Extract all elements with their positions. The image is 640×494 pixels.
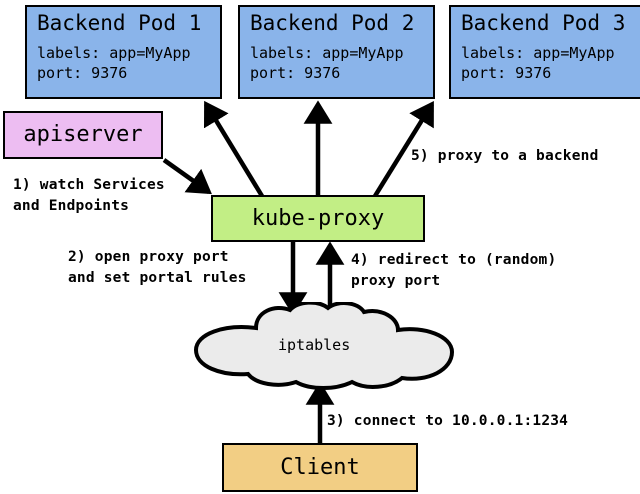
apiserver-label: apiserver (23, 122, 143, 147)
apiserver-node[interactable]: apiserver (3, 111, 163, 159)
pod-port: port: 9376 (37, 64, 128, 82)
pod-title: Backend Pod 1 (37, 11, 202, 35)
pod-port: port: 9376 (461, 64, 552, 82)
backend-pod-1[interactable]: Backend Pod 1 labels: app=MyApp port: 93… (25, 5, 222, 99)
backend-pod-3[interactable]: Backend Pod 3 labels: app=MyApp port: 93… (449, 5, 640, 99)
kube-proxy-label: kube-proxy (251, 205, 385, 231)
iptables-cloud: iptables (186, 300, 466, 390)
kube-proxy-node[interactable]: kube-proxy (211, 195, 425, 242)
step-2-line-2: and set portal rules (68, 270, 247, 286)
pod-title: Backend Pod 3 (461, 11, 626, 35)
step-3-line-1: 3) connect to 10.0.0.1:1234 (327, 413, 569, 429)
edge-apiserver-to-kubeproxy (162, 158, 212, 195)
edge-kubeproxy-to-pod1 (203, 100, 264, 198)
step-4-line-1: 4) redirect to (random) (351, 252, 557, 268)
cloud-shape (193, 300, 455, 390)
step-2-line-1: 2) open proxy port (68, 249, 229, 265)
iptables-label: iptables (278, 336, 351, 354)
pod-title: Backend Pod 2 (250, 11, 415, 35)
step-4-line-2: proxy port (351, 273, 441, 289)
pod-labels: labels: app=MyApp (37, 44, 191, 62)
step-5-line-1: 5) proxy to a backend (411, 148, 599, 164)
pod-port: port: 9376 (250, 64, 341, 82)
client-node[interactable]: Client (222, 443, 418, 492)
backend-pod-2[interactable]: Backend Pod 2 labels: app=MyApp port: 93… (238, 5, 435, 99)
step-1-line-2: and Endpoints (13, 198, 130, 214)
client-label: Client (280, 454, 360, 480)
pod-labels: labels: app=MyApp (461, 44, 615, 62)
pod-labels: labels: app=MyApp (250, 44, 404, 62)
step-1-line-1: 1) watch Services (13, 177, 165, 193)
